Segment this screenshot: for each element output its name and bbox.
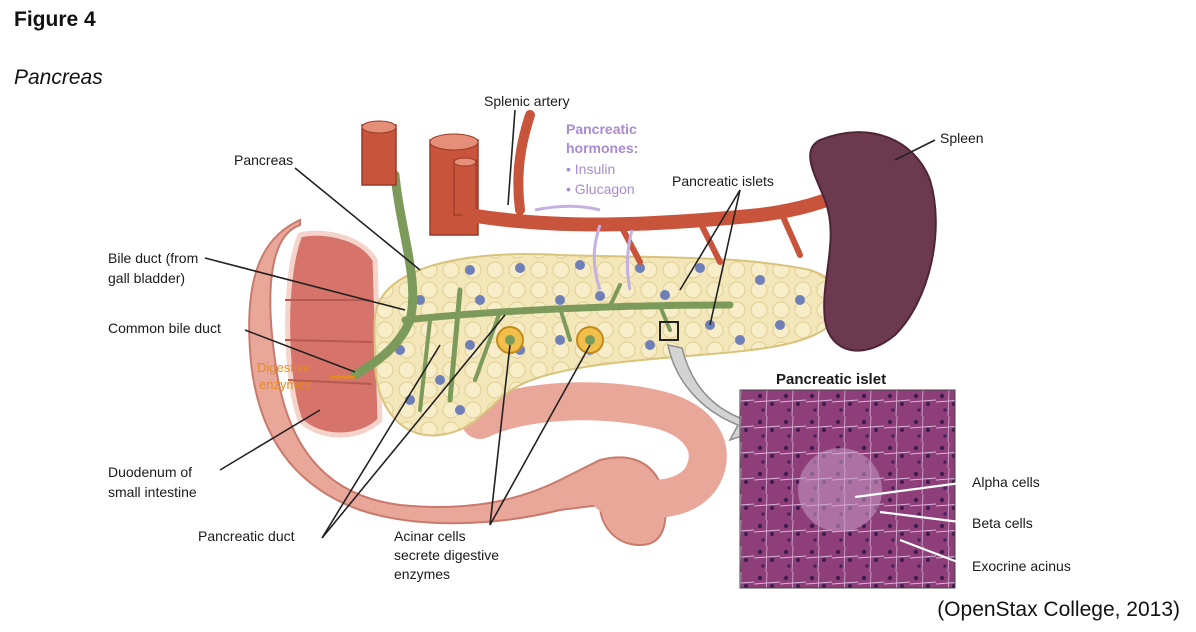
- label-alpha-cells: Alpha cells: [972, 474, 1040, 490]
- ducts: [350, 170, 734, 412]
- label-digestive-1: Digestive: [257, 360, 310, 375]
- histology-islet: [798, 448, 882, 532]
- label-acinar-1: Acinar cells: [394, 528, 466, 544]
- islets: [395, 260, 805, 415]
- label-spleen: Spleen: [940, 130, 984, 146]
- label-bile-duct-2: gall bladder): [108, 270, 185, 286]
- label-exocrine-acinus: Exocrine acinus: [972, 558, 1071, 574]
- figure-credit: (OpenStax College, 2013): [937, 598, 1180, 621]
- label-common-bile-duct: Common bile duct: [108, 320, 221, 336]
- label-pancreas: Pancreas: [234, 152, 293, 168]
- label-hormones-1: Pancreatic: [566, 121, 637, 137]
- figure-subtitle: Pancreas: [14, 66, 103, 89]
- label-duodenum-2: small intestine: [108, 484, 197, 500]
- leader-lines: [204, 109, 969, 568]
- spleen: [809, 131, 937, 352]
- label-inset-title: Pancreatic islet: [776, 371, 886, 388]
- duodenum-fold: [284, 299, 373, 385]
- label-duodenum-1: Duodenum of: [108, 464, 192, 480]
- label-glucagon: • Glucagon: [566, 181, 635, 197]
- pancreas-body: [373, 253, 843, 437]
- label-bile-duct-1: Bile duct (from: [108, 250, 198, 266]
- label-digestive-2: enzymes: [259, 377, 312, 392]
- label-beta-cells: Beta cells: [972, 515, 1033, 531]
- label-pancreatic-duct: Pancreatic duct: [198, 528, 295, 544]
- label-acinar-2: secrete digestive: [394, 547, 499, 563]
- label-splenic-artery: Splenic artery: [484, 93, 570, 109]
- islet-marker-box: [659, 321, 679, 341]
- figure-title: Figure 4: [14, 8, 96, 31]
- label-hormones-2: hormones:: [566, 140, 638, 156]
- label-acinar-3: enzymes: [394, 566, 450, 582]
- label-pancreatic-islets: Pancreatic islets: [672, 173, 774, 189]
- label-insulin: • Insulin: [566, 161, 615, 177]
- hormone-arrows: [534, 204, 634, 291]
- acinar-cells: [496, 326, 604, 354]
- intestine-loop: [461, 382, 727, 519]
- duodenum-inner: [285, 230, 383, 438]
